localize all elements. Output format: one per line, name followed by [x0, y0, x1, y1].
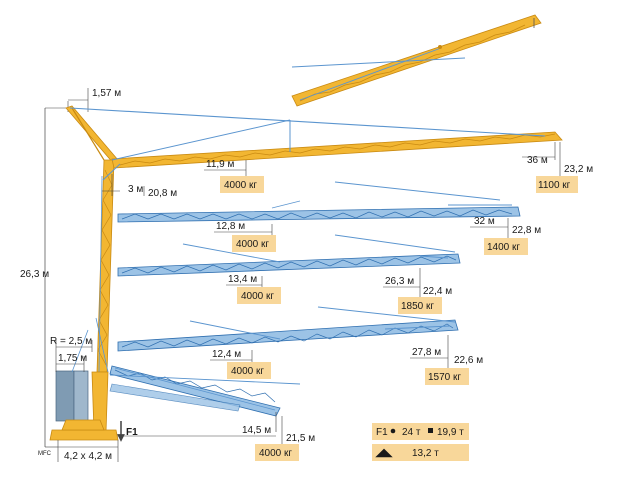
config3-tip-height-label: 22,6 м — [454, 355, 483, 366]
radius-label: R = 2,5 м — [50, 336, 92, 347]
config2-tip-height-label: 22,4 м — [423, 286, 452, 297]
legend-square-icon — [428, 428, 433, 433]
config2-inner-load-label: 4000 кг — [241, 291, 274, 302]
f1-arrow: F1 — [117, 421, 138, 442]
main-offset-small-label: 3 м — [128, 184, 143, 195]
top-offset-label: 1,57 м — [92, 88, 121, 99]
config4-tip-height-label: 21,5 м — [286, 433, 315, 444]
main-tip-height-label: 23,2 м — [564, 164, 593, 175]
main-tip-load-label: 1100 кг — [538, 180, 571, 191]
main-inner-load-box — [220, 176, 264, 193]
legend-dot-icon — [390, 428, 396, 434]
legend-row-2-bg — [372, 444, 469, 461]
legend: F1 24 т 19,9 т 13,2 т — [372, 423, 469, 461]
main-jib — [69, 107, 563, 181]
config1-tip-load-label: 1400 кг — [487, 242, 520, 253]
jib-config-4: 14,5 м 21,5 м 4000 кг — [109, 365, 315, 461]
config1-inner-reach-label: 12,8 м — [216, 221, 245, 232]
legend-f1-label: F1 — [376, 427, 388, 438]
legend-row-1-bg — [372, 423, 469, 440]
base-dimension: 4,2 x 4,2 м MFC — [38, 440, 119, 462]
ballast-width-label: 1,75 м — [58, 353, 87, 364]
config4-inner-load-box — [255, 444, 299, 461]
crane-silhouette-icon — [375, 448, 393, 458]
folded-jib-top — [291, 14, 542, 107]
base-size-label: 4,2 x 4,2 м — [64, 451, 112, 462]
config1-tip-load-box — [484, 238, 528, 255]
config3-inner-load-box — [227, 362, 271, 379]
ballast-width-dimension: 1,75 м — [56, 353, 87, 372]
config1-tip-reach-label: 32 м — [474, 216, 495, 227]
main-tip-dims: 36 м 23,2 м 1100 кг — [522, 142, 593, 193]
legend-f1-value-b: 19,9 т — [437, 427, 464, 438]
mast-height-dimension: 26,3 м — [20, 107, 68, 448]
config3-tip-load-label: 1570 кг — [428, 372, 461, 383]
radius-dimension: R = 2,5 м — [50, 336, 93, 372]
config4-inner-reach-label: 14,5 м — [242, 425, 271, 436]
config1-inner-load-box — [232, 235, 276, 252]
config1-inner-load-label: 4000 кг — [236, 239, 269, 250]
config3-tip-reach-label: 27,8 м — [412, 347, 441, 358]
config3-inner-load-label: 4000 кг — [231, 366, 264, 377]
jib-config-2: 13,4 м 4000 кг 26,3 м 22,4 м 1850 кг — [117, 234, 461, 314]
config1-tip-height-label: 22,8 м — [512, 225, 541, 236]
main-inner-load-label: 4000 кг — [224, 180, 257, 191]
config2-tip-load-label: 1850 кг — [401, 301, 434, 312]
legend-f1-value-a: 24 т — [402, 427, 421, 438]
jib-config-1: 12,8 м 4000 кг 32 м 22,8 м 1400 кг — [117, 181, 541, 255]
main-inner-reach-label: 11,9 м — [206, 159, 234, 170]
jib-config-3: 12,4 м 4000 кг 27,8 м 22,6 м 1570 кг — [117, 306, 483, 385]
config2-inner-reach-label: 13,4 м — [228, 274, 257, 285]
ground-mark-label: MFC — [38, 451, 52, 457]
legend-total-value: 13,2 т — [412, 448, 439, 459]
top-offset-dimension: 1,57 м — [67, 88, 121, 112]
main-tip-reach-label: 36 м — [527, 155, 548, 166]
main-offsets: 3 м 20,8 м — [102, 174, 177, 199]
f1-arrow-label: F1 — [126, 427, 138, 438]
main-inner-load: 11,9 м 4000 кг — [204, 159, 264, 193]
config2-inner-load-box — [237, 287, 281, 304]
mast-height-label: 26,3 м — [20, 269, 49, 280]
crane-base — [49, 317, 119, 441]
config2-tip-load-box — [398, 297, 442, 314]
config4-inner-load-label: 4000 кг — [259, 448, 292, 459]
config3-inner-reach-label: 12,4 м — [212, 349, 241, 360]
config3-tip-load-box — [425, 368, 469, 385]
config2-tip-reach-label: 26,3 м — [385, 276, 414, 287]
main-tip-load-box — [536, 176, 578, 193]
main-offset-large-label: 20,8 м — [148, 188, 177, 199]
